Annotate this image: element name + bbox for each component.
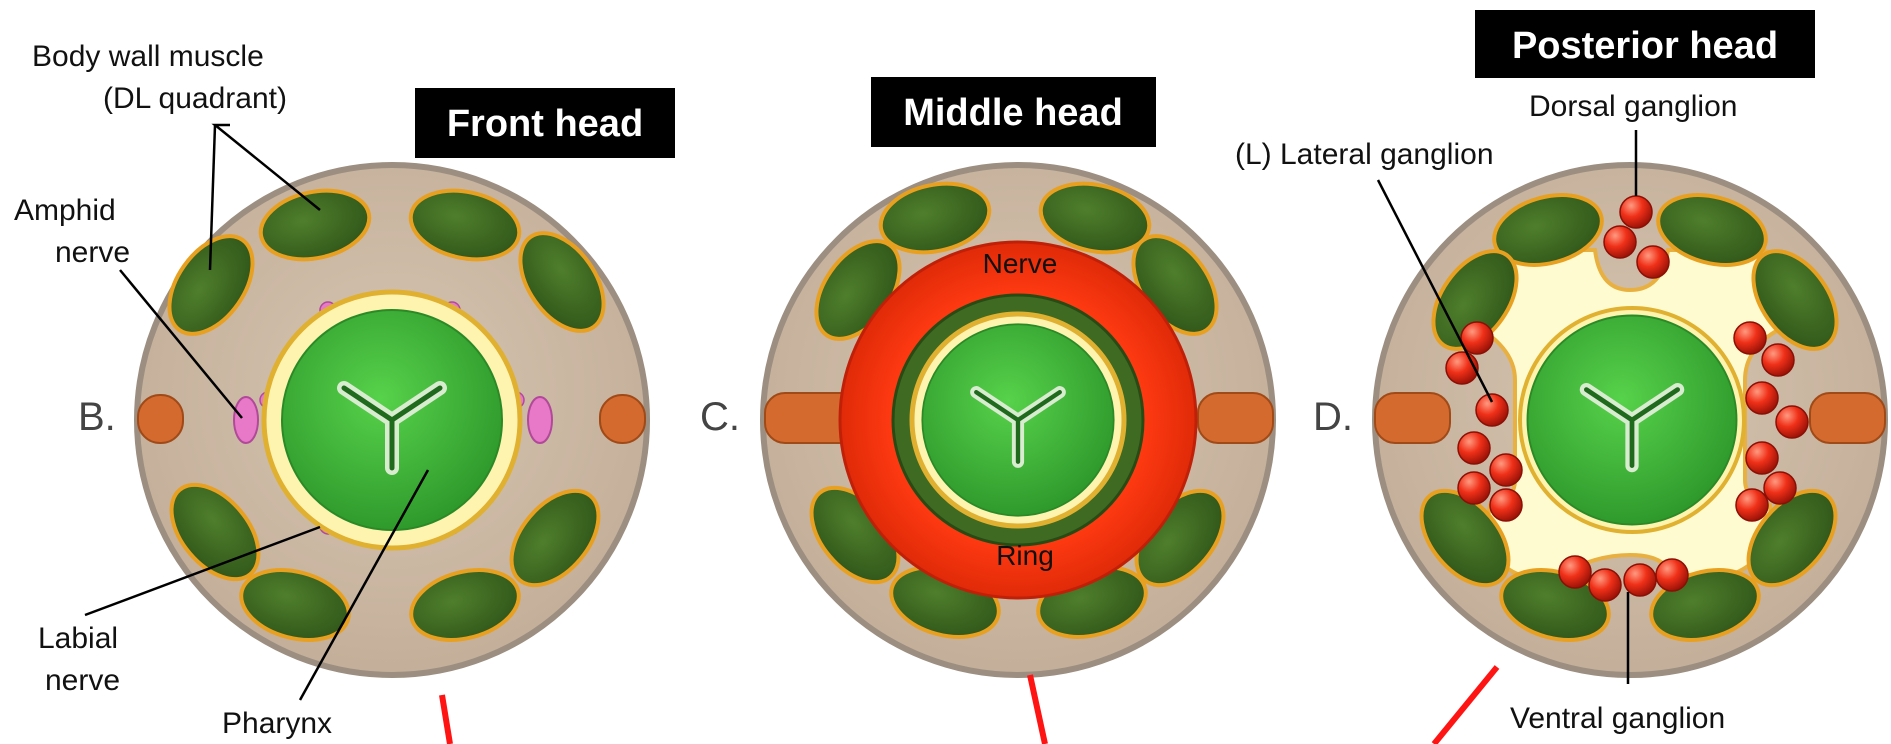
lateral-bump-right	[1810, 393, 1885, 443]
label-labial-nerve: nerve	[45, 664, 120, 697]
label-body-wall-muscle: Body wall muscle	[32, 40, 264, 73]
cut-line-c	[1030, 675, 1045, 744]
lateral-bump-left	[138, 395, 183, 443]
label-ventral-ganglion: Ventral ganglion	[1510, 702, 1725, 735]
pharynx	[282, 310, 502, 530]
panel-letter-c: C.	[700, 395, 740, 439]
title-middle-head: Middle head	[903, 92, 1123, 134]
title-posterior-head: Posterior head	[1512, 25, 1778, 67]
label-nerve: Nerve	[983, 248, 1058, 279]
label-labial: Labial	[38, 622, 118, 655]
label-lateral-ganglion: (L) Lateral ganglion	[1235, 138, 1494, 171]
panel-d-posterior-head: Dorsal ganglion (L) Lateral ganglion Ven…	[1235, 10, 1885, 744]
pharynx	[1528, 316, 1737, 525]
lateral-bump-right	[600, 395, 645, 443]
panel-letter-b: B.	[78, 395, 116, 439]
lateral-bump-left	[1375, 393, 1450, 443]
panel-letter-d: D.	[1313, 395, 1353, 439]
cut-line-b	[442, 695, 450, 744]
label-dl-quadrant: (DL quadrant)	[103, 82, 287, 115]
panel-c-middle-head: Nerve Ring C. Middle head	[700, 77, 1273, 744]
cut-line-d	[1434, 667, 1497, 744]
title-front-head: Front head	[447, 103, 643, 145]
pharynx	[922, 324, 1113, 515]
label-amphid-nerve: nerve	[55, 236, 130, 269]
panel-b-front-head: Body wall muscle (DL quadrant) Amphid ne…	[14, 40, 675, 744]
label-pharynx: Pharynx	[222, 707, 332, 740]
label-dorsal-ganglion: Dorsal ganglion	[1529, 90, 1737, 123]
label-amphid: Amphid	[14, 194, 116, 227]
label-ring: Ring	[996, 540, 1054, 571]
amphid-nerve-left	[234, 397, 258, 443]
lateral-bump-right	[1198, 393, 1273, 443]
amphid-nerve-right	[528, 397, 552, 443]
